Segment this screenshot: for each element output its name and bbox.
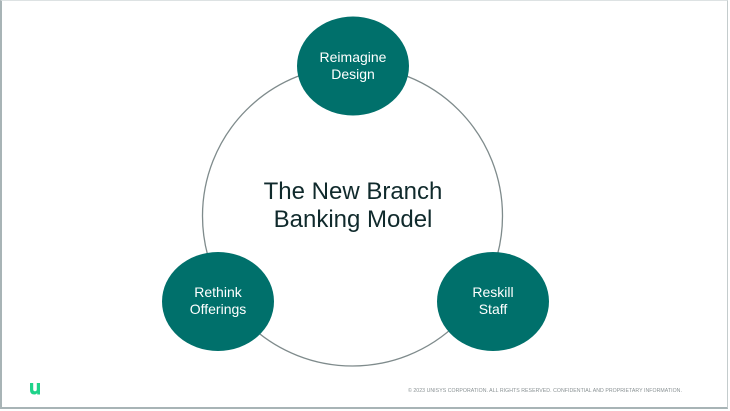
node-circle-reimagine-design xyxy=(297,16,409,116)
node-circle-reskill-staff xyxy=(437,252,549,351)
node-label-reimagine-design: Reimagine Design xyxy=(297,49,409,83)
node-label-line-1: Reimagine xyxy=(319,49,387,65)
node-label-line-1: Rethink xyxy=(194,284,242,300)
node-label-line-2: Offerings xyxy=(189,301,247,317)
node-label-line-2: Staff xyxy=(478,301,508,317)
footer-copyright: © 2023 UNISYS CORPORATION. ALL RIGHTS RE… xyxy=(408,388,682,394)
node-label-rethink-offerings: Rethink Offerings xyxy=(162,284,274,318)
unisys-u-logo-icon xyxy=(30,383,40,395)
center-title-line-2: Banking Model xyxy=(273,206,433,233)
node-label-reskill-staff: Reskill Staff xyxy=(437,284,549,318)
node-circle-rethink-offerings xyxy=(162,252,274,351)
center-title: The New Branch Banking Model xyxy=(242,178,464,234)
center-title-line-1: The New Branch xyxy=(263,178,443,205)
node-label-line-1: Reskill xyxy=(472,284,514,300)
node-label-line-2: Design xyxy=(331,66,375,82)
